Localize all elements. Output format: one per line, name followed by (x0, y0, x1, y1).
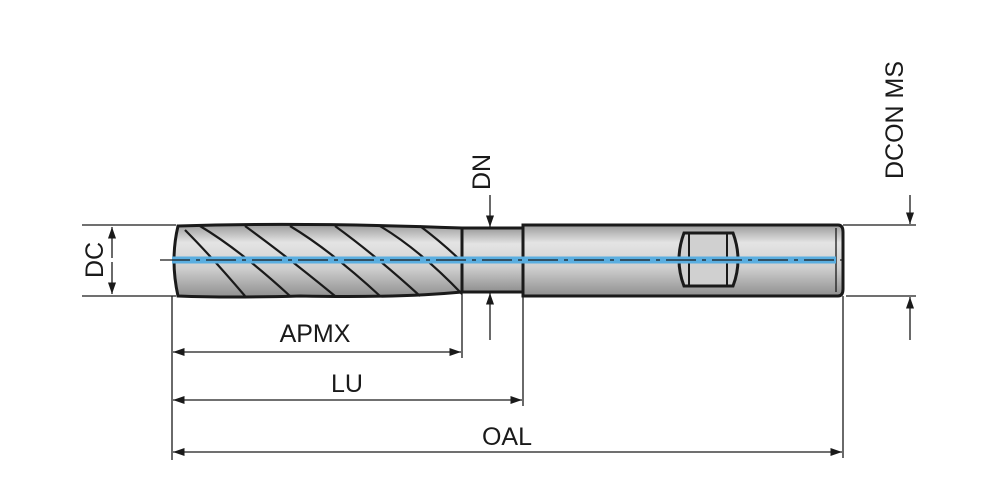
dimension-apmx: APMX (173, 320, 461, 357)
dimension-dn: DN (468, 154, 496, 340)
dimension-dcon-ms: DCON MS (881, 61, 915, 340)
extension-lines (82, 224, 916, 460)
label-dcon-ms: DCON MS (881, 61, 909, 179)
dimension-dc: DC (81, 227, 117, 294)
label-dn: DN (468, 154, 496, 190)
dimension-lu: LU (173, 370, 522, 405)
label-lu: LU (331, 370, 363, 398)
label-oal: OAL (482, 423, 532, 451)
dimension-oal: OAL (173, 423, 842, 457)
label-dc: DC (81, 242, 109, 278)
label-apmx: APMX (280, 320, 351, 348)
